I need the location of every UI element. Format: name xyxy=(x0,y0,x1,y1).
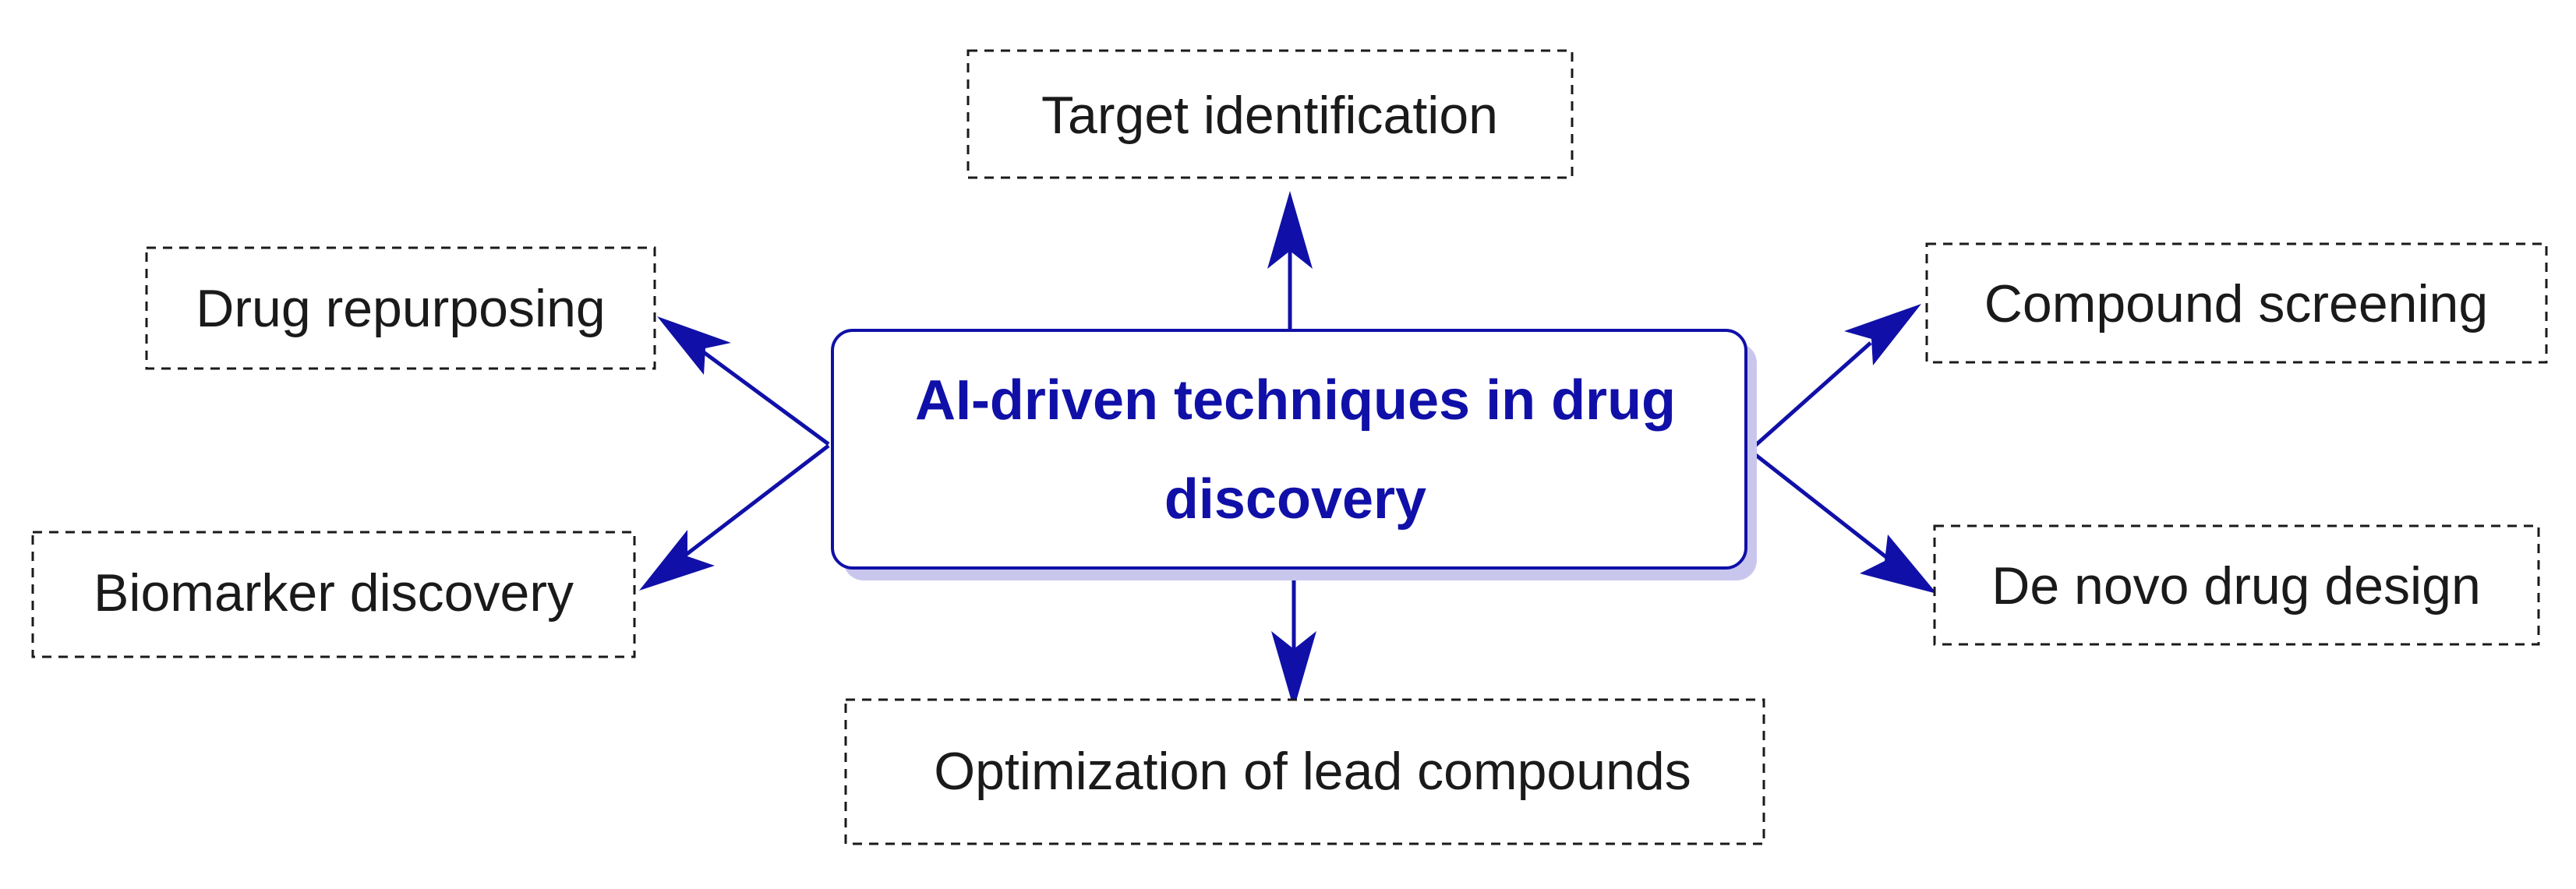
center-node-box xyxy=(831,329,1747,570)
arrowhead-de-novo-drug-design xyxy=(1860,534,1937,594)
node-target-identification-box xyxy=(966,49,1574,179)
arrowhead-compound-screening xyxy=(1844,304,1921,365)
node-compound-screening-box xyxy=(1925,242,2548,364)
arrow-to-compound-screening xyxy=(1748,341,1872,452)
arrowhead-target-identification xyxy=(1267,191,1313,269)
node-compound-screening: Compound screening xyxy=(1925,242,2548,364)
arrow-to-drug-repurposing xyxy=(700,348,830,446)
node-drug-repurposing-box xyxy=(145,246,656,370)
node-optimization-of-lead-compounds-label: Optimization of lead compounds xyxy=(934,742,1691,801)
arrowhead-drug-repurposing xyxy=(657,316,731,375)
connector-arrows xyxy=(639,191,1937,709)
arrowhead-optimization-of-lead-compounds xyxy=(1271,631,1316,709)
node-de-novo-drug-design-label: De novo drug design xyxy=(1991,556,2481,616)
node-target-identification-label: Target identification xyxy=(1041,86,1498,145)
node-target-identification: Target identification xyxy=(966,49,1574,179)
arrow-to-biomarker-discovery xyxy=(684,444,830,556)
node-de-novo-drug-design-box xyxy=(1933,524,2540,646)
node-optimization-of-lead-compounds: Optimization of lead compounds xyxy=(844,698,1765,845)
arrowhead-biomarker-discovery xyxy=(639,530,715,591)
center-node-title-line-2: discovery xyxy=(1164,468,1426,531)
node-biomarker-discovery-box xyxy=(31,531,636,658)
node-optimization-of-lead-compounds-box xyxy=(844,698,1765,845)
center-node-title-line-1: AI-driven techniques in drug xyxy=(915,369,1676,432)
node-biomarker-discovery: Biomarker discovery xyxy=(31,531,636,658)
node-compound-screening-label: Compound screening xyxy=(1984,274,2488,333)
node-biomarker-discovery-label: Biomarker discovery xyxy=(94,563,574,623)
node-de-novo-drug-design: De novo drug design xyxy=(1933,524,2540,646)
arrow-to-de-novo-drug-design xyxy=(1748,449,1888,559)
node-drug-repurposing: Drug repurposing xyxy=(145,246,656,370)
node-drug-repurposing-label: Drug repurposing xyxy=(196,279,605,338)
center-node: AI-driven techniques in drug discovery xyxy=(831,329,1757,580)
